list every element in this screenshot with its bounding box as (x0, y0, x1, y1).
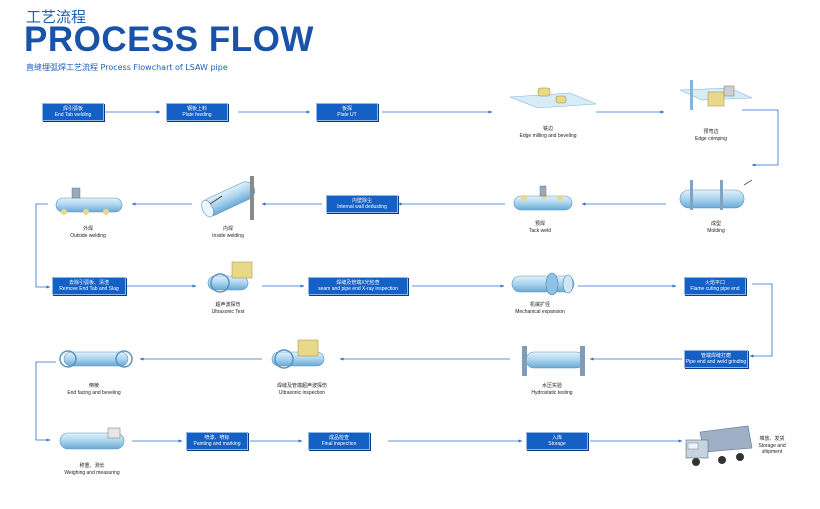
mechanical-expansion-illustration (511, 272, 575, 296)
step-label-en: Edge crimping (695, 135, 727, 142)
ut-inspection-illustration (271, 339, 325, 369)
hydrostatic-illustration (522, 346, 585, 376)
step-end-facing: 倒棱 End facing and beveling (49, 383, 139, 396)
page-subtitle: 直缝埋弧焊工艺流程 Process Flowchart of LSAW pipe (26, 63, 228, 72)
step-label-cn: 钢板上料 (186, 106, 207, 112)
step-end-tab-welding: 焊引弧板 End Tab welding (42, 103, 104, 121)
step-label-cn: 成品检查 (328, 435, 349, 441)
step-label-cn: 超声波探伤 (215, 302, 241, 308)
weighing-illustration (59, 427, 125, 450)
step-edge-crimping: 预弯边 Edge crimping (666, 129, 756, 142)
step-label-en: Ultrasonic inspection (278, 389, 326, 396)
ultrasonic-test-illustration (207, 261, 253, 293)
step-label-en: Outside welding (70, 232, 106, 239)
step-ut-inspection: 焊缝及管端超声波探伤 Ultrasonic inspection (257, 383, 347, 396)
step-storage: 入库 Storage (526, 432, 588, 450)
step-label-en: End facing and beveling (67, 389, 121, 396)
molding-illustration (679, 179, 753, 210)
arrow (742, 109, 779, 167)
step-tack-weld: 预焊 Tack weld (495, 221, 585, 234)
step-label-cn: 入库 (551, 435, 562, 441)
arrow (35, 361, 56, 442)
step-label-en: Tack weld (529, 227, 551, 234)
step-label-cn: 内焊 (222, 226, 233, 232)
page-title: PROCESS FLOW (24, 20, 314, 59)
step-label-en: Hydrostatic testing (531, 389, 573, 396)
step-edge-milling: 铣边 Edge milling and beveling (503, 126, 593, 139)
step-remove-end-tab: 去除引弧板、清渣 Remove End Tab and Slag (52, 277, 126, 295)
step-label-en: Storage (548, 441, 566, 447)
step-label-en: Pipe end and weld grinding (685, 359, 747, 365)
step-ultrasonic-test: 超声波探伤 Ultrasonic Test (183, 302, 273, 315)
step-label-cn: 焊引弧板 (62, 106, 83, 112)
step-label-en: End Tab welding (54, 112, 92, 118)
step-xray: 焊缝及管端X光检查 seam and pipe end X-ray inspec… (308, 277, 408, 295)
tack-weld-illustration (513, 185, 573, 211)
step-label-cn: 板探 (341, 106, 352, 112)
step-label-en: seam and pipe end X-ray inspection (318, 286, 398, 292)
step-label-en: Molding (707, 227, 725, 234)
step-inside-welding: 内焊 Inside welding (183, 226, 273, 239)
step-label-en: Storage and (758, 442, 786, 449)
step-label-cn: 铣边 (542, 126, 553, 132)
step-plate-ut: 板探 Plate UT (316, 103, 378, 121)
end-facing-illustration (59, 350, 133, 368)
step-label-cn: 管端焊缝打磨 (700, 353, 731, 359)
step-label-en: Plate UT (337, 112, 357, 118)
step-label-en: Mechanical expansion (515, 308, 565, 315)
inside-welding-illustration (201, 176, 255, 220)
step-label-en: Edge milling and beveling (519, 132, 577, 139)
step-outside-welding: 外焊 Outside welding (43, 226, 133, 239)
step-label-cn: 内壁除尘 (351, 198, 372, 204)
step-label-cn: 焊缝及管端超声波探伤 (276, 383, 327, 389)
step-label-en: Final inspection (321, 441, 357, 447)
edge-crimping-illustration (679, 80, 753, 110)
step-shipment: 堆放、发货 Storage and shipment (742, 436, 802, 456)
edge-milling-illustration (509, 87, 597, 109)
step-label-cn: 喷漆、喷标 (204, 435, 230, 441)
step-label-en: Internal wall dedusting (337, 204, 387, 210)
step-label-en-2: shipment (761, 449, 783, 455)
step-label-cn: 称重、测长 (79, 463, 105, 469)
step-label-cn: 预弯边 (703, 129, 719, 135)
step-label-cn: 水压实验 (541, 383, 562, 389)
step-molding: 成型 Molding (671, 221, 761, 234)
step-label-cn: 预焊 (534, 221, 545, 227)
step-end-grinding: 管端焊缝打磨 Pipe end and weld grinding (684, 350, 748, 368)
step-label-cn: 火焰平口 (704, 280, 725, 286)
step-label-en: Ultrasonic Test (211, 308, 245, 315)
step-label-cn: 机械扩径 (529, 302, 550, 308)
step-hydrostatic: 水压实验 Hydrostatic testing (507, 383, 597, 396)
step-label-en: Plate feeding (182, 112, 212, 118)
arrow (35, 203, 51, 289)
step-label-cn: 成型 (710, 221, 721, 227)
outside-welding-illustration (55, 187, 123, 215)
page-title-cn: 工艺流程 (26, 8, 87, 26)
step-weighing: 称重、测长 Weighing and measuring (47, 463, 137, 476)
step-label-en: Remove End Tab and Slag (59, 286, 119, 292)
step-plate-feeding: 钢板上料 Plate feeding (166, 103, 228, 121)
step-mech-expansion: 机械扩径 Mechanical expansion (495, 302, 585, 315)
step-internal-dedusting: 内壁除尘 Internal wall dedusting (326, 195, 398, 213)
step-label-cn: 焊缝及管端X光检查 (336, 280, 380, 286)
step-label-en: Flame cuting pipe end (690, 286, 740, 292)
flow-arrows (35, 109, 779, 443)
step-label-en: Weighing and measuring (64, 469, 120, 476)
truck-illustration (685, 425, 753, 466)
arrow (749, 283, 773, 358)
step-label-en: Inside welding (212, 232, 244, 239)
step-label-en: Painting and marking (193, 441, 241, 447)
step-flame-cutting: 火焰平口 Flame cuting pipe end (684, 277, 746, 295)
step-label-cn: 堆放、发货 (759, 436, 785, 442)
step-final-inspection: 成品检查 Final inspection (308, 432, 370, 450)
step-label-cn: 外焊 (82, 226, 93, 232)
step-label-cn: 倒棱 (88, 383, 99, 389)
step-label-cn: 去除引弧板、清渣 (68, 280, 109, 286)
step-painting: 喷漆、喷标 Painting and marking (186, 432, 248, 450)
